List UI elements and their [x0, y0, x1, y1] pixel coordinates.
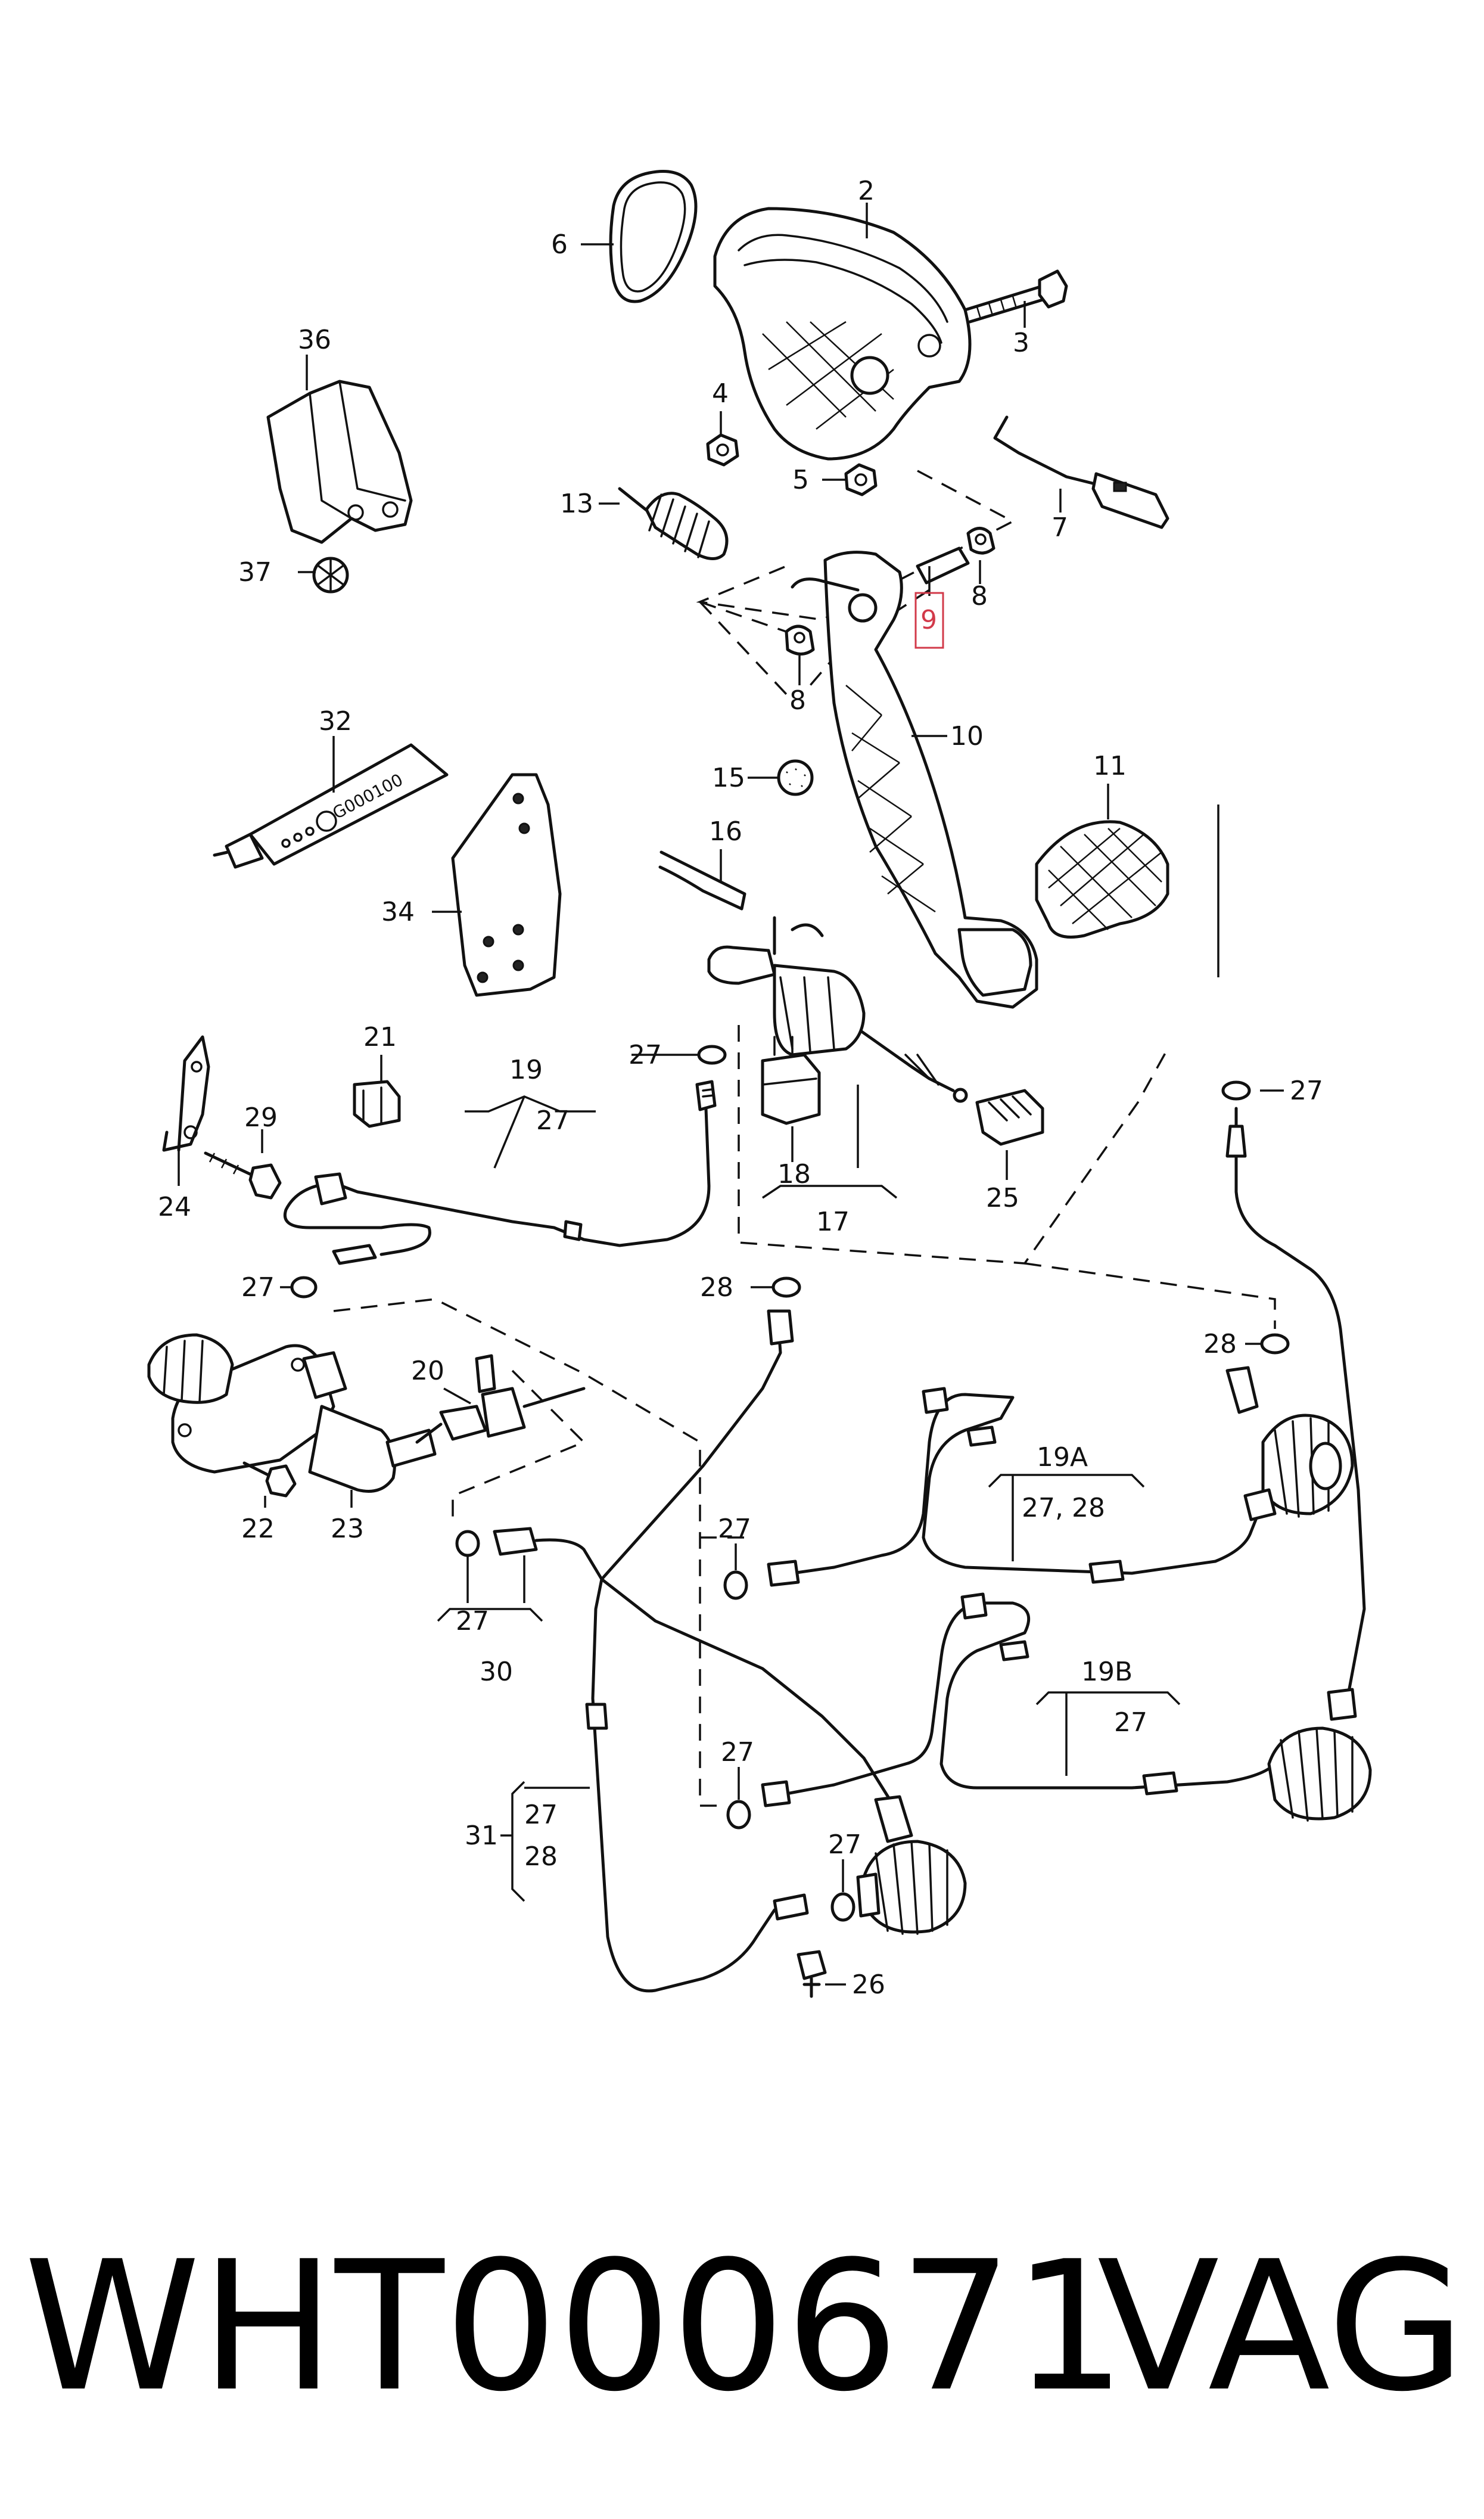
callout-32: 32 [319, 706, 352, 737]
footer-brand: VAG [1097, 2223, 1466, 2431]
part-10-clutch-pedal [791, 551, 1038, 1009]
callout-20: 20 [411, 1356, 444, 1386]
part-30-pipe [493, 1527, 603, 1581]
part-23-cylinder [147, 1333, 437, 1493]
part-19a-line [767, 1387, 1265, 1587]
footer-part-number: WHT000671 [24, 2223, 1127, 2431]
callout-8-upper: 8 [971, 581, 988, 611]
part-5-nut [844, 463, 878, 496]
callout-23: 23 [331, 1514, 364, 1544]
slave-cylinder-upper [1225, 1366, 1354, 1521]
callout-17: 17 [816, 1207, 850, 1237]
callout-8-lower: 8 [789, 685, 806, 716]
callout-4: 4 [712, 378, 729, 409]
callout-16: 16 [709, 816, 742, 847]
callout-27-e: 27 [721, 1737, 754, 1768]
callout-11: 11 [1093, 751, 1127, 781]
callout-26: 26 [852, 1970, 885, 2000]
part-7-switch [993, 415, 1169, 529]
callout-19: 19 [509, 1055, 543, 1085]
callout-27-d: 27 [718, 1514, 751, 1544]
callout-37: 37 [238, 557, 272, 588]
callout-9-highlight [914, 592, 944, 649]
part-29-bolt [204, 1151, 282, 1200]
part-31-lines [585, 1309, 895, 1993]
callout-24: 24 [158, 1192, 191, 1222]
callout-18: 18 [777, 1159, 811, 1189]
assembly-dashed-lines [333, 470, 1276, 1807]
callout-9: 9 [920, 605, 937, 635]
part-16-hose [658, 850, 746, 911]
part-8-clip-lower [785, 625, 815, 656]
callout-29: 29 [244, 1102, 278, 1133]
callout-5: 5 [792, 465, 809, 495]
part-2-pedal-bracket [713, 207, 972, 461]
part-6-gasket [609, 170, 698, 303]
callout-34: 34 [381, 897, 415, 927]
callout-19b: 19B [1081, 1657, 1133, 1687]
callout-19-27: 27 [536, 1105, 570, 1136]
callout-19b-27: 27 [1114, 1707, 1147, 1738]
slave-cylinder-bottom [755, 1795, 967, 1939]
callout-2: 2 [858, 176, 875, 206]
callout-27-b: 27 [1290, 1076, 1323, 1106]
callout-28-a: 28 [700, 1272, 733, 1303]
callout-27-a: 27 [629, 1040, 662, 1070]
part-36-bracket [266, 380, 413, 544]
callout-19a: 19A [1037, 1442, 1088, 1473]
part-19-hydraulic-line [284, 1080, 717, 1265]
callout-31: 31 [465, 1821, 498, 1851]
part-32-grease-tube: G000100 [213, 743, 449, 869]
callout-6: 6 [551, 229, 568, 260]
callout-31-28: 28 [524, 1841, 558, 1872]
part-17-master-cylinder [707, 916, 968, 1103]
callout-28-b: 28 [1203, 1329, 1237, 1359]
callout-3: 3 [1013, 328, 1029, 358]
callout-15: 15 [712, 763, 745, 793]
callout-21: 21 [363, 1022, 397, 1052]
part-19b-line [761, 1592, 1277, 1807]
callout-labels: 2 3 4 5 6 7 8 8 9 10 11 13 15 16 17 18 1… [158, 176, 1323, 2000]
callout-19a-sub: 27, 28 [1022, 1493, 1105, 1523]
part-13-spring [618, 487, 729, 560]
callout-13: 13 [560, 489, 593, 519]
callout-36: 36 [298, 325, 331, 355]
part-18-sensor [761, 1036, 821, 1125]
callout-27-c: 27 [241, 1272, 275, 1303]
leader-lines [178, 203, 1284, 1986]
part-11-pedal-pad [1035, 820, 1169, 939]
part-9-bushing [916, 546, 970, 585]
part-3-bolt [963, 269, 1068, 324]
part-37-clip [312, 557, 349, 594]
part-4-nut [706, 433, 739, 467]
part-20-t-fitting [415, 1354, 586, 1444]
callout-30-27: 27 [456, 1606, 489, 1636]
slave-cylinder-lower [1267, 1688, 1372, 1822]
part-24-bracket [162, 1035, 210, 1152]
callout-30: 30 [480, 1657, 513, 1687]
callout-31-27: 27 [524, 1800, 558, 1830]
callout-22: 22 [241, 1514, 275, 1544]
callout-27-f: 27 [828, 1830, 861, 1860]
callout-25: 25 [986, 1183, 1019, 1213]
part-34-plate [451, 773, 562, 997]
callout-10: 10 [950, 721, 984, 751]
part-15-stop [777, 759, 814, 796]
footer: WHT000671 VAG [24, 2229, 1466, 2425]
part-22-bolt [242, 1461, 297, 1498]
part-8-clip-upper [966, 527, 995, 555]
part-25-connector [975, 1089, 1044, 1146]
callout-7: 7 [1051, 513, 1068, 543]
part-26-bleed-screw [797, 1950, 827, 1998]
part-21-clip [353, 1080, 401, 1128]
hydraulic-line-right [1225, 1107, 1366, 1706]
